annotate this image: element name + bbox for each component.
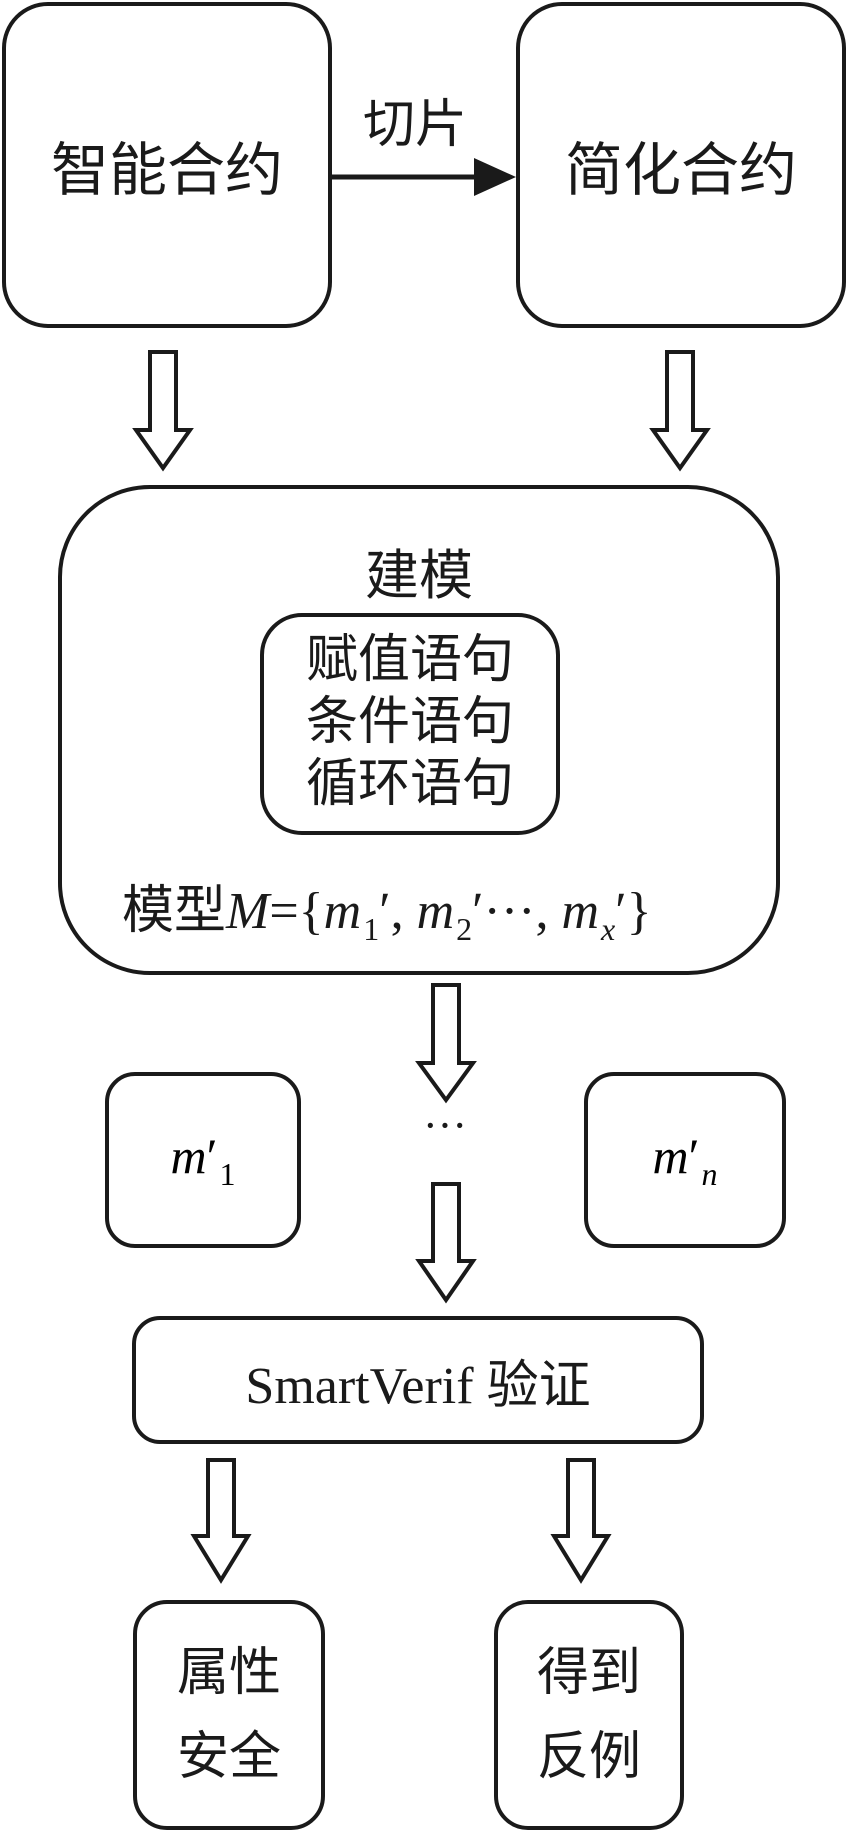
slice-label: 切片 [362, 95, 467, 155]
sub-model-n-prime: ′ [688, 1128, 700, 1184]
formula-ellipsis: ··· [483, 883, 536, 940]
property-safe-text: 属性 安全 [177, 1631, 281, 1799]
sub-model-1-sub: 1 [219, 1156, 236, 1192]
property-safe-line2: 安全 [176, 1727, 281, 1787]
property-safe-line1: 属性 [176, 1643, 281, 1703]
formula-comma1: , [390, 883, 417, 940]
modeling-title: 建模 [365, 544, 473, 607]
simplified-contract-box: 简化合约 [516, 2, 846, 328]
statement-assignment: 赋值语句 [305, 630, 514, 690]
statement-loop: 循环语句 [305, 754, 514, 814]
hollow-arrow-smart-to-model [132, 350, 194, 472]
formula-close: } [626, 883, 652, 940]
verification-label: SmartVerif 验证 [245, 1357, 591, 1415]
hollow-arrow-verify-to-cex [550, 1458, 612, 1584]
counterexample-line1: 得到 [536, 1643, 641, 1703]
sub-model-1-m: m [170, 1128, 207, 1184]
formula-prefix: 模型 [122, 881, 227, 941]
formula-subx: x [601, 911, 616, 947]
statement-types-box: 赋值语句 条件语句 循环语句 [260, 613, 560, 835]
formula-m2: m [416, 883, 455, 940]
sub-model-n-box: m′n [584, 1072, 786, 1248]
formula-mx: m [561, 883, 600, 940]
sub-model-1-prime: ′ [206, 1128, 218, 1184]
sub-model-1-label: m′1 [170, 1127, 235, 1193]
simplified-contract-label: 简化合约 [564, 136, 797, 204]
formula-prime2: ′ [472, 883, 484, 940]
sub-model-n-label: m′n [652, 1127, 717, 1193]
formula-m1: m [323, 883, 362, 940]
sub-model-1-box: m′1 [105, 1072, 301, 1248]
statement-conditional: 条件语句 [305, 692, 514, 752]
smart-contract-label: 智能合约 [50, 136, 283, 204]
sub-model-n-sub: n [701, 1156, 718, 1192]
modeling-box: 建模 赋值语句 条件语句 循环语句 模型M={m1′, m2′···, mx′} [58, 485, 780, 975]
property-safe-box: 属性 安全 [133, 1600, 325, 1830]
smart-contract-box: 智能合约 [2, 2, 332, 328]
model-formula: 模型M={m1′, m2′···, mx′} [122, 881, 652, 959]
formula-sub1: 1 [363, 911, 380, 947]
formula-comma2: , [535, 883, 562, 940]
ellipsis: ··· [423, 1101, 467, 1150]
counterexample-line2: 反例 [536, 1727, 641, 1787]
counterexample-text: 得到 反例 [537, 1631, 641, 1799]
hollow-arrow-verify-to-attr [190, 1458, 252, 1584]
formula-prime1: ′ [379, 883, 391, 940]
counterexample-box: 得到 反例 [494, 1600, 684, 1830]
formula-eq: ={ [269, 883, 324, 940]
hollow-arrow-model-to-submodels [415, 983, 477, 1104]
slice-arrow-head [474, 158, 516, 196]
hollow-arrow-submodels-to-verify [415, 1182, 477, 1304]
formula-primex: ′ [615, 883, 627, 940]
sub-model-n-m: m [652, 1128, 689, 1184]
formula-var: M [226, 883, 270, 940]
hollow-arrow-simple-to-model [649, 350, 711, 472]
formula-sub2: 2 [456, 911, 473, 947]
verification-box: SmartVerif 验证 [132, 1316, 704, 1444]
